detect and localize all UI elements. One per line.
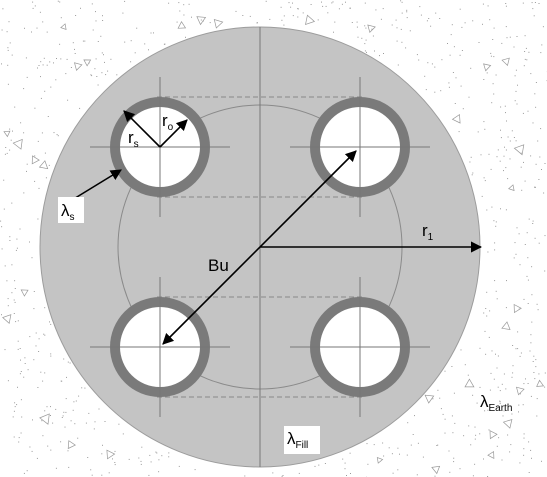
label-lambda-fill: λFill [287, 429, 308, 451]
label-bu: Bu [208, 256, 229, 275]
arrow-bu [162, 150, 357, 345]
arrow-lambda-s [71, 169, 122, 201]
label-rs: rs [128, 128, 139, 150]
lambda-s-label-background [58, 197, 84, 223]
label-lambda-s: λs [61, 201, 75, 223]
label-r1: r1 [422, 221, 434, 243]
arrow-rs [123, 110, 161, 148]
label-ro: ro [162, 111, 174, 133]
earth-aggregate-triangles [2, 14, 545, 475]
lambda-fill-label-background [284, 426, 320, 454]
arrow-ro [159, 119, 188, 148]
label-lambda-earth: λEarth [480, 392, 512, 414]
